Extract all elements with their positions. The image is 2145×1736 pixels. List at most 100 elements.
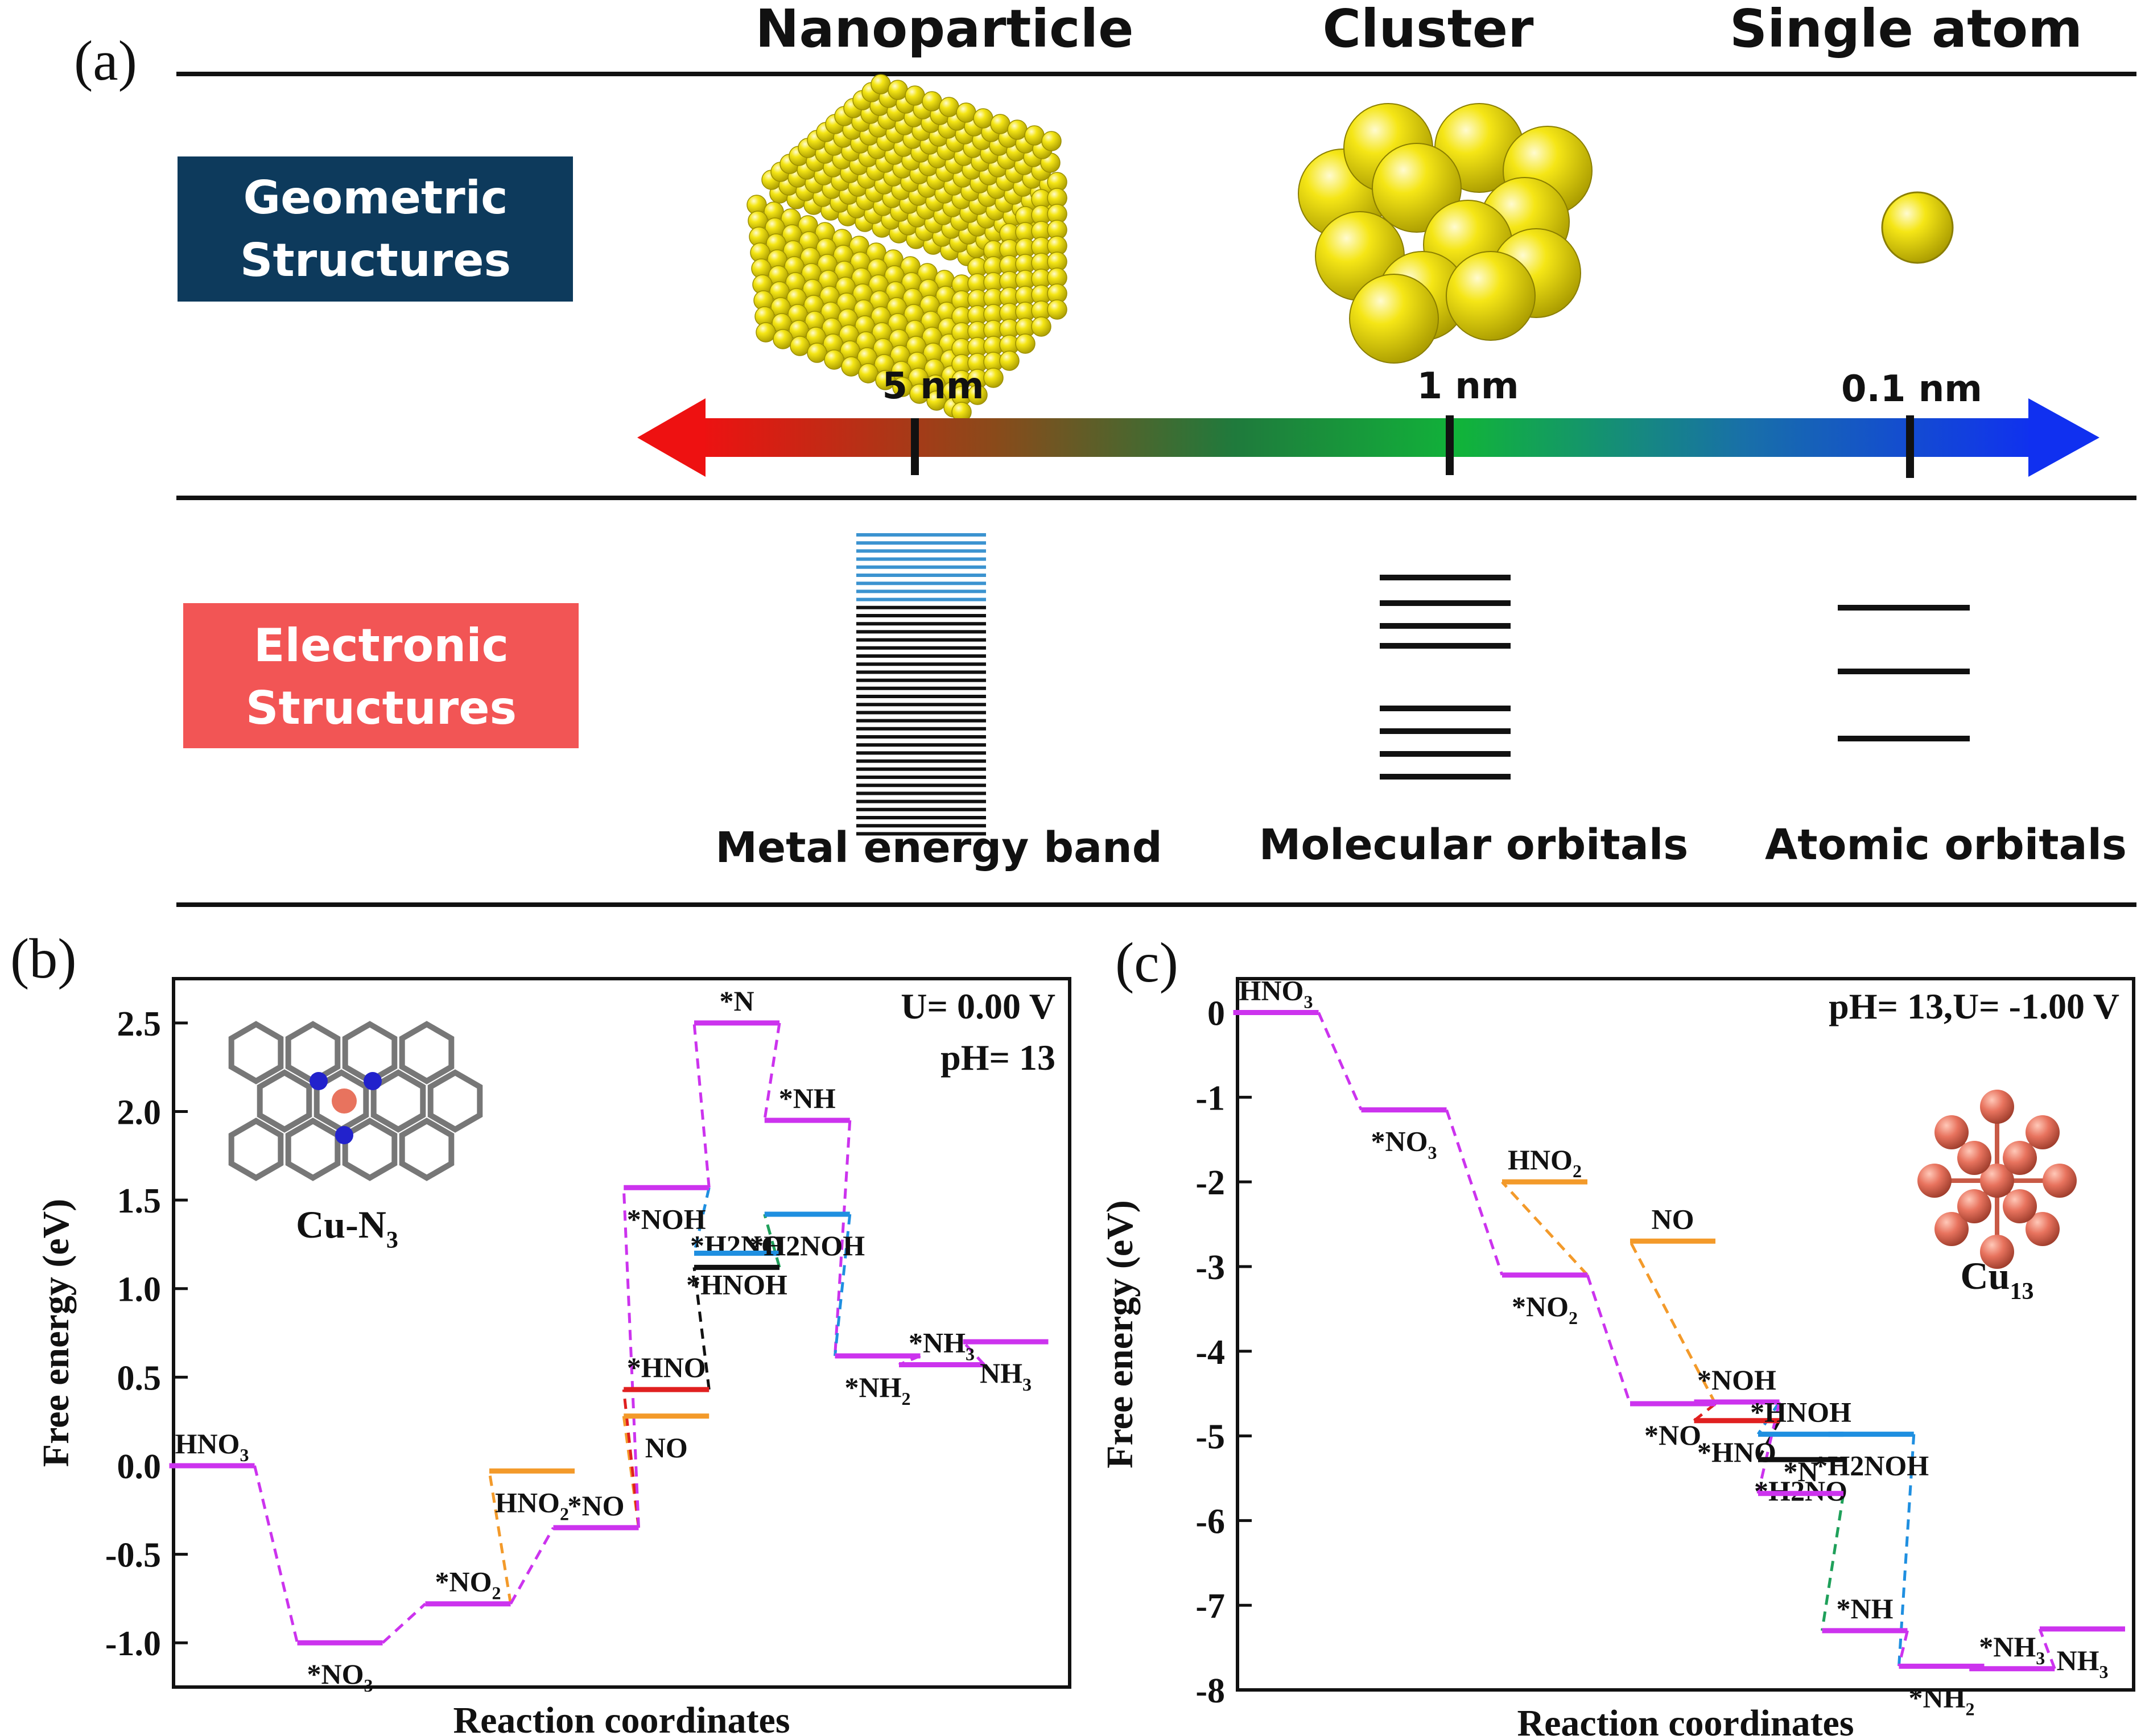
reaction-path	[692, 1022, 711, 1188]
header-cluster: Cluster	[1322, 0, 1534, 59]
level-label: NH3	[980, 1357, 1032, 1395]
reaction-path	[692, 1187, 711, 1253]
level-label: NH3	[2057, 1644, 2109, 1682]
y-tick-label: -6	[1195, 1502, 1225, 1541]
level-label: *N	[719, 985, 754, 1017]
y-tick-label: -0.5	[105, 1536, 161, 1575]
scale-mark-1nm: 1 nm	[1417, 365, 1519, 407]
cluster-image	[1298, 103, 1593, 364]
level-label: HNO3	[175, 1428, 249, 1465]
structure-label: Cu-N3	[296, 1203, 398, 1253]
y-tick-label: -5	[1195, 1418, 1225, 1457]
header-nanoparticle: Nanoparticle	[755, 0, 1133, 59]
y-tick-label: -7	[1195, 1587, 1225, 1626]
scale-mark-0-1nm: 0.1 nm	[1841, 368, 1982, 410]
reaction-path	[1898, 1434, 1916, 1667]
y-tick-label: 0.0	[117, 1448, 162, 1486]
level-label: *NOH	[1697, 1364, 1776, 1396]
y-tick-label: 2.5	[117, 1005, 162, 1044]
reaction-path	[1693, 1403, 1717, 1422]
electronic-box	[183, 603, 579, 748]
level-label: *HNO	[1697, 1436, 1776, 1468]
reaction-path	[622, 1389, 640, 1528]
level-label: *H2NO	[1754, 1475, 1847, 1507]
panel-label: (b)	[10, 927, 77, 990]
reaction-path	[488, 1470, 512, 1605]
reaction-path	[763, 1022, 781, 1121]
cu-n3-structure-image	[228, 1021, 483, 1181]
level-label: *NO	[1644, 1419, 1701, 1451]
y-tick-label: 2.0	[117, 1093, 162, 1132]
level-label: HNO2	[495, 1486, 569, 1524]
label-metal-energy-band: Metal energy band	[715, 823, 1162, 872]
reaction-path	[1756, 1420, 1781, 1461]
level-label: HNO3	[1239, 975, 1313, 1012]
level-label: *HNOH	[1750, 1396, 1851, 1428]
condition-label: U= 0.00 V	[901, 986, 1055, 1026]
panel-label: (c)	[1115, 931, 1178, 994]
reaction-path	[763, 1214, 781, 1268]
nanoparticle-image	[746, 74, 1067, 422]
reaction-path	[509, 1527, 555, 1605]
reaction-path	[1317, 1012, 1363, 1111]
level-label: *NH	[779, 1082, 836, 1114]
reaction-path	[834, 1214, 852, 1356]
level-label: NO	[645, 1432, 688, 1463]
level-label: *H2NOH	[1813, 1450, 1929, 1482]
y-tick-label: 0	[1207, 995, 1225, 1033]
scale-mark-5nm: 5 nm	[882, 365, 984, 407]
reaction-path	[622, 1187, 640, 1528]
reaction-path	[834, 1120, 852, 1356]
y-axis-label: Free energy (eV)	[35, 1199, 77, 1467]
level-label: *HNO	[627, 1351, 706, 1383]
reaction-path	[692, 1267, 711, 1390]
reaction-path	[2038, 1628, 2056, 1669]
y-tick-label: 1.0	[117, 1271, 162, 1309]
y-tick-label: -3	[1195, 1248, 1225, 1287]
level-label: *NO	[568, 1490, 625, 1521]
y-tick-label: 0.5	[117, 1359, 162, 1397]
geometric-label-1: Geometric	[243, 171, 508, 224]
reaction-path	[1628, 1240, 1717, 1405]
reaction-path	[381, 1602, 427, 1644]
level-label: *NO3	[307, 1658, 373, 1696]
level-label: *HNOH	[686, 1268, 787, 1300]
y-tick-label: -8	[1195, 1672, 1225, 1710]
reaction-path	[1898, 1630, 1909, 1667]
level-label: *NH2	[845, 1371, 911, 1409]
panel-a: (a) Nanoparticle Cluster Single atom Geo…	[74, 0, 2136, 907]
y-tick-label: -4	[1195, 1333, 1225, 1372]
level-label: *NH3	[1979, 1631, 2045, 1668]
plot-frame	[1236, 977, 2135, 1692]
metal-energy-band	[856, 533, 986, 836]
geometric-box	[178, 156, 573, 302]
level-label: *NH2	[1909, 1681, 1975, 1719]
atomic-orbitals-levels	[1838, 605, 1970, 741]
label-molecular-orbitals: Molecular orbitals	[1259, 820, 1689, 869]
cu13-structure-image	[1917, 1090, 2077, 1269]
level-label: *H2NOH	[749, 1230, 865, 1261]
plot-frame	[172, 977, 1071, 1689]
size-scale-arrow	[637, 398, 2099, 478]
level-label: *NH3	[909, 1327, 975, 1364]
y-tick-label: -1.0	[105, 1624, 161, 1663]
reaction-path	[962, 1341, 985, 1366]
x-axis-label: Reaction coordinates	[453, 1700, 790, 1736]
y-tick-label: -1	[1195, 1079, 1225, 1118]
level-label: *NO3	[1371, 1125, 1437, 1163]
level-label: *N	[1783, 1455, 1818, 1487]
level-label: NO	[1652, 1203, 1694, 1235]
level-label: HNO2	[1508, 1144, 1582, 1181]
reaction-path	[253, 1465, 299, 1643]
label-atomic-orbitals: Atomic orbitals	[1765, 820, 2127, 869]
level-label: *NH	[1837, 1593, 1894, 1624]
reaction-path	[1756, 1401, 1781, 1494]
reaction-path	[1821, 1493, 1845, 1631]
geometric-label-2: Structures	[240, 234, 511, 287]
electronic-label-1: Electronic	[254, 619, 509, 672]
electronic-label-2: Structures	[246, 682, 517, 735]
y-tick-label: 1.5	[117, 1182, 162, 1220]
